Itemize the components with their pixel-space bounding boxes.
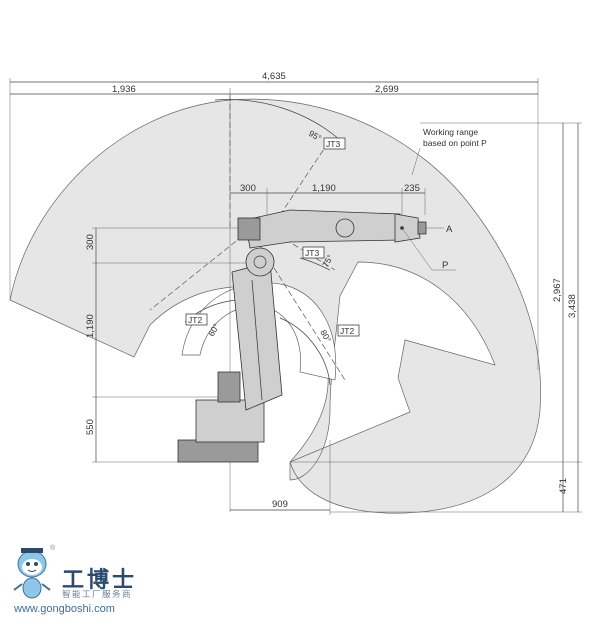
jt2-fwd-arc — [279, 317, 331, 386]
jt2-back-limit — [149, 229, 251, 311]
dim-left-reach: 1,936 — [112, 84, 136, 95]
working-range-leader — [411, 147, 421, 176]
dim-vert-1190: 1,190 — [85, 314, 96, 338]
working-range-label-1: Working range — [423, 127, 478, 137]
dim-wrist-235: 235 — [404, 183, 420, 194]
robot-arm — [177, 209, 427, 463]
jt2-right-label: JT2 — [340, 326, 354, 336]
dim-upper-height: 2,967 — [552, 278, 563, 302]
robot-jt3-motor — [237, 217, 261, 241]
dim-vert-300: 300 — [85, 234, 96, 250]
working-range-label-2: based on point P — [423, 138, 487, 148]
dim-offset-300: 300 — [240, 183, 256, 194]
robot-elbow-inner — [253, 255, 267, 269]
jt3-up-arc — [214, 99, 341, 141]
dim-total-height: 3,438 — [567, 294, 578, 318]
robot-elbow-joint — [245, 247, 275, 277]
dim-total-width: 4,635 — [262, 71, 286, 82]
jt3-down-arc — [299, 257, 331, 271]
robot-wrist — [394, 213, 421, 243]
jt2-right-box — [337, 324, 360, 337]
dim-arm-1190: 1,190 — [312, 183, 336, 194]
dim-base-909: 909 — [272, 499, 288, 510]
jt2-left-label: JT2 — [188, 315, 202, 325]
jt3-mid-box — [302, 246, 325, 259]
jt3-top-label: JT3 — [326, 139, 340, 149]
point-p-label: P — [442, 260, 448, 271]
point-p-leader — [401, 227, 433, 271]
point-a-label: A — [446, 224, 453, 235]
dim-right-reach: 2,699 — [375, 84, 399, 95]
jt2-left-box — [185, 313, 208, 326]
robot-flange — [417, 221, 427, 235]
registered-mark: ® — [50, 545, 56, 552]
mascot-logo — [13, 548, 51, 599]
dim-bottom-471: 471 — [558, 478, 569, 494]
robot-motor — [217, 371, 241, 403]
jt3-mid-label: JT3 — [305, 248, 319, 258]
robot-base-plate — [177, 439, 259, 463]
robot-lower-arm-line — [251, 279, 263, 401]
logo-url: www.gongboshi.com — [14, 603, 115, 615]
dim-vert-550: 550 — [85, 419, 96, 435]
robot-wrist-joint — [335, 218, 355, 238]
jt3-top-box — [323, 137, 346, 150]
logo-tagline: 智能工厂服务商 — [62, 590, 133, 600]
logo-name: 工博士 — [62, 567, 138, 593]
